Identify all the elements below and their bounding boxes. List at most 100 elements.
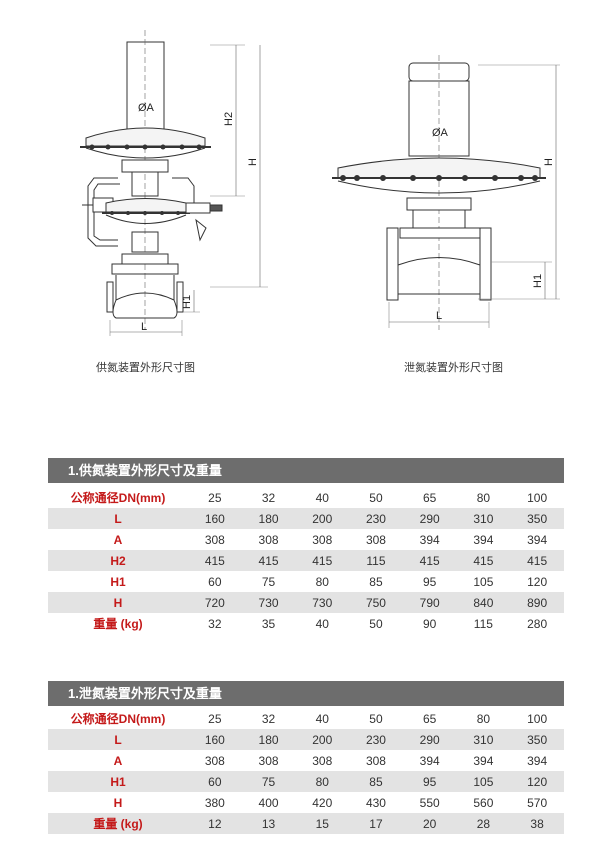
row-label: 重量 (kg) [48, 813, 188, 834]
table-cell: 12 [188, 813, 242, 834]
table-cell: 730 [295, 592, 350, 613]
table-cell: 75 [261, 574, 276, 589]
table-cell: 415 [456, 550, 511, 571]
table-cell: 310 [456, 508, 511, 529]
row-label: L [48, 729, 188, 750]
table-cell: 50 [369, 490, 383, 505]
table-cell: 415 [295, 550, 350, 571]
release-h1-label: H1 [532, 274, 544, 288]
supply-l-label: L [141, 321, 147, 333]
table-cell: 120 [527, 574, 548, 589]
table-cell: 95 [402, 771, 457, 792]
table-cell: 32 [261, 711, 276, 726]
table-cell: 280 [527, 616, 548, 631]
table-cell: 570 [527, 795, 548, 810]
table-cell: 230 [349, 508, 403, 529]
table-cell: 32 [261, 490, 276, 505]
table-cell: 308 [365, 753, 386, 768]
table-cell: 28 [456, 813, 511, 834]
table-cell: 35 [261, 616, 276, 631]
table-cell: 160 [188, 729, 242, 750]
table-cell: 415 [402, 550, 457, 571]
dimension-drawings: ØA H2 H H1 L ØA H H1 L [80, 30, 560, 336]
table-cell: 65 [422, 711, 437, 726]
table-cell: 560 [473, 795, 494, 810]
table-cell: 120 [510, 771, 564, 792]
table-cell: 308 [312, 532, 333, 547]
table-cell: 308 [258, 753, 279, 768]
supply-h-label: H [247, 158, 259, 166]
table-cell: 380 [204, 795, 225, 810]
release-l-label: L [436, 310, 442, 322]
table-cell: 115 [473, 616, 493, 631]
release-dia-label: ØA [432, 127, 449, 139]
table-cell: 415 [188, 550, 242, 571]
table-cell: 60 [188, 771, 242, 792]
table-cell: 350 [510, 508, 564, 529]
table-cell: 308 [258, 532, 279, 547]
table-cell: 80 [315, 574, 329, 589]
table-cell: 400 [258, 795, 279, 810]
row-label: A [113, 532, 123, 547]
table-cell: 17 [349, 813, 403, 834]
table-cell: 65 [422, 490, 437, 505]
table-cell: 550 [419, 795, 440, 810]
table-cell: 415 [241, 550, 296, 571]
table-cell: 290 [402, 508, 457, 529]
table-cell: 115 [349, 550, 403, 571]
table-cell: 38 [510, 813, 564, 834]
table-cell: 20 [402, 813, 457, 834]
release-table-title: 1.泄氮装置外形尺寸及重量 [48, 681, 564, 706]
table-cell: 200 [295, 729, 350, 750]
table-cell: 75 [241, 771, 296, 792]
table-cell: 100 [527, 490, 548, 505]
table-cell: 180 [241, 729, 296, 750]
table-cell: 720 [188, 592, 242, 613]
supply-h1-label: H1 [181, 295, 193, 309]
table-cell: 420 [312, 795, 333, 810]
table-cell: 90 [422, 616, 437, 631]
table-cell: 80 [476, 490, 491, 505]
release-drawing-caption: 泄氮装置外形尺寸图 [404, 362, 503, 374]
row-label: A [113, 753, 123, 768]
table-cell: 25 [208, 711, 222, 726]
table-cell: 394 [473, 532, 494, 547]
table-cell: 394 [419, 753, 440, 768]
table-cell: 890 [510, 592, 564, 613]
table-cell: 394 [527, 532, 548, 547]
table-cell: 95 [422, 574, 437, 589]
table-cell: 100 [527, 711, 548, 726]
supply-device-drawing [80, 30, 268, 336]
supply-drawing-caption: 供氮装置外形尺寸图 [96, 362, 195, 374]
table-cell: 308 [204, 753, 225, 768]
release-h-label: H [543, 158, 555, 166]
table-cell: 394 [473, 753, 494, 768]
table-cell: 105 [456, 771, 511, 792]
table-cell: 415 [510, 550, 564, 571]
table-cell: 60 [208, 574, 222, 589]
table-cell: 290 [402, 729, 457, 750]
table-cell: 730 [241, 592, 296, 613]
supply-h2-label: H2 [223, 112, 235, 126]
table-cell: 160 [188, 508, 242, 529]
row-label: 公称通径DN(mm) [70, 491, 166, 505]
table-cell: 308 [204, 532, 225, 547]
table-cell: 25 [208, 490, 222, 505]
table-cell: 15 [295, 813, 350, 834]
supply-dia-label: ØA [138, 102, 155, 114]
table-cell: 85 [349, 771, 403, 792]
table-cell: 40 [315, 711, 329, 726]
